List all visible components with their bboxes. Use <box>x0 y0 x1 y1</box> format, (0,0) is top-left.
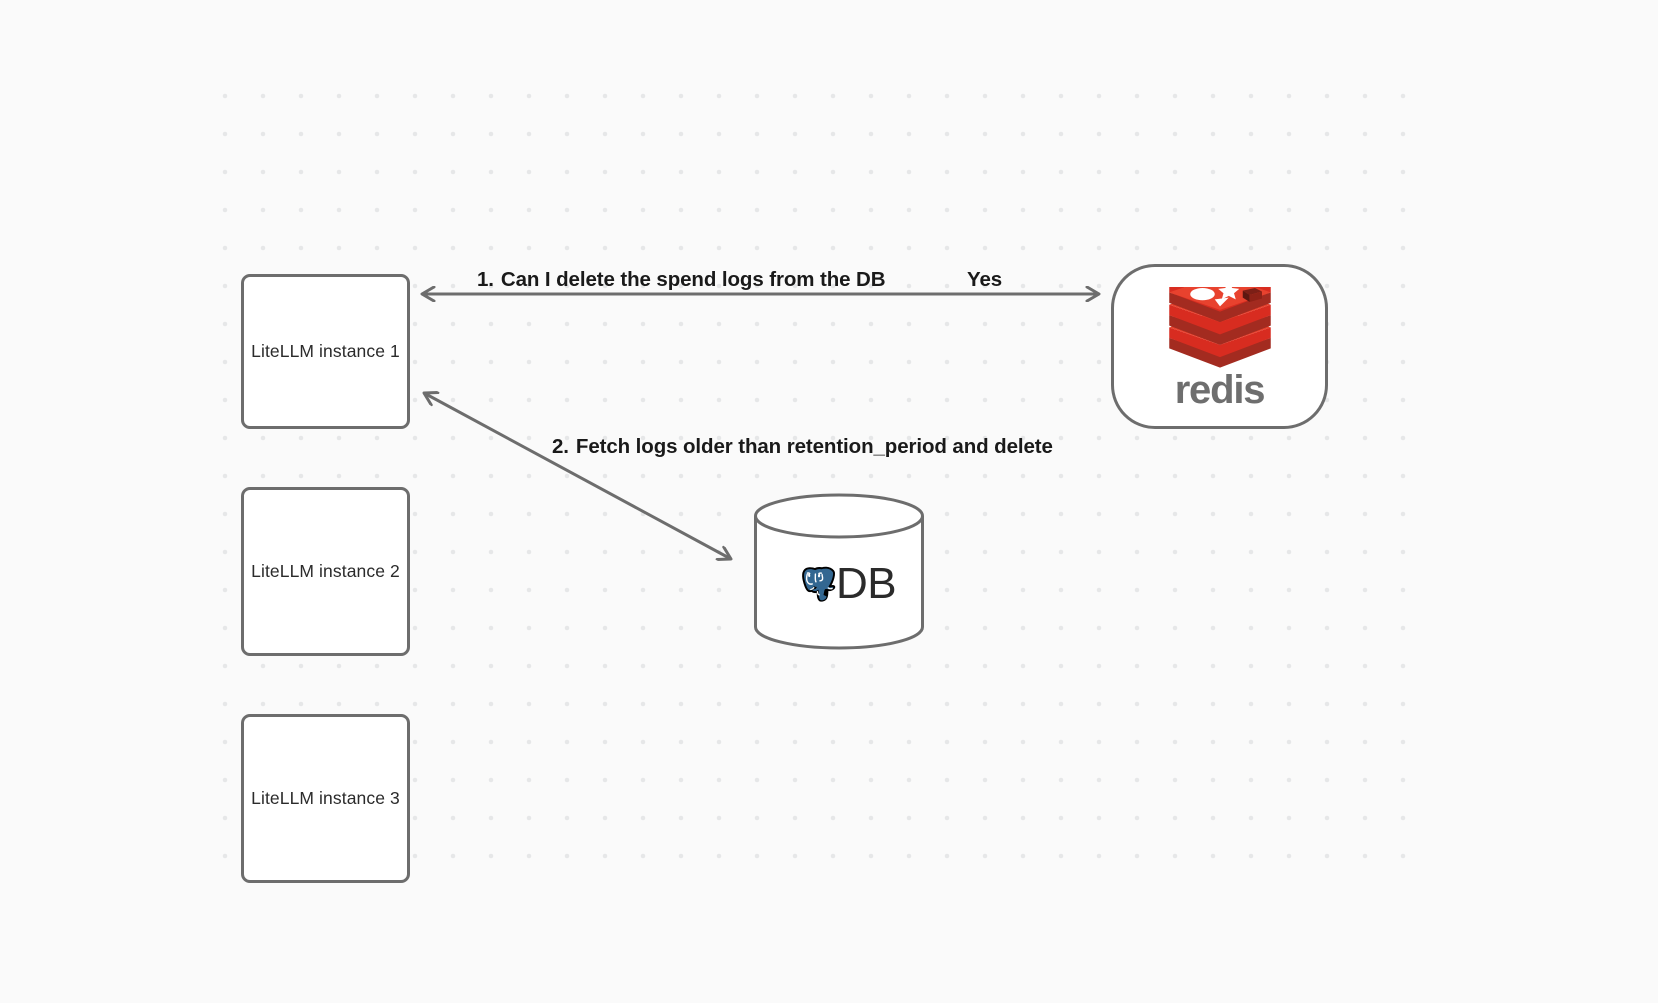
edge-label-text: Can I delete the spend logs from the DB <box>500 268 886 291</box>
node-litellm-instance-1[interactable]: LiteLLM instance 1 <box>241 274 410 429</box>
db-label-group: DB <box>753 493 925 650</box>
node-litellm-instance-3[interactable]: LiteLLM instance 3 <box>241 714 410 883</box>
db-label: DB <box>835 558 897 608</box>
postgresql-elephant-icon <box>802 566 836 602</box>
edge-label-reply: Yes <box>967 268 1003 291</box>
node-label: LiteLLM instance 2 <box>251 561 400 581</box>
cylinder-shape <box>754 493 924 650</box>
node-database[interactable]: DB <box>753 493 925 650</box>
redis-logo-group: redis <box>1164 286 1276 412</box>
node-litellm-instance-2[interactable]: LiteLLM instance 2 <box>241 487 410 656</box>
node-redis[interactable]: redis <box>1111 264 1328 429</box>
edge-label-step-2: 2. Fetch logs older than retention_period… <box>552 435 1053 459</box>
redis-logo-icon <box>1168 286 1271 368</box>
redis-wordmark: redis <box>1174 367 1266 412</box>
edge-step-number: 2. <box>552 435 569 458</box>
edge-label-text: Fetch logs older than retention_period a… <box>575 435 1053 458</box>
edge-label-step-1: 1. Can I delete the spend logs from the D… <box>477 268 886 292</box>
edge-step-number: 1. <box>477 268 494 291</box>
node-label: LiteLLM instance 1 <box>251 341 400 361</box>
edge-litellm-1-to-db <box>424 393 731 559</box>
node-label: LiteLLM instance 3 <box>251 788 400 808</box>
